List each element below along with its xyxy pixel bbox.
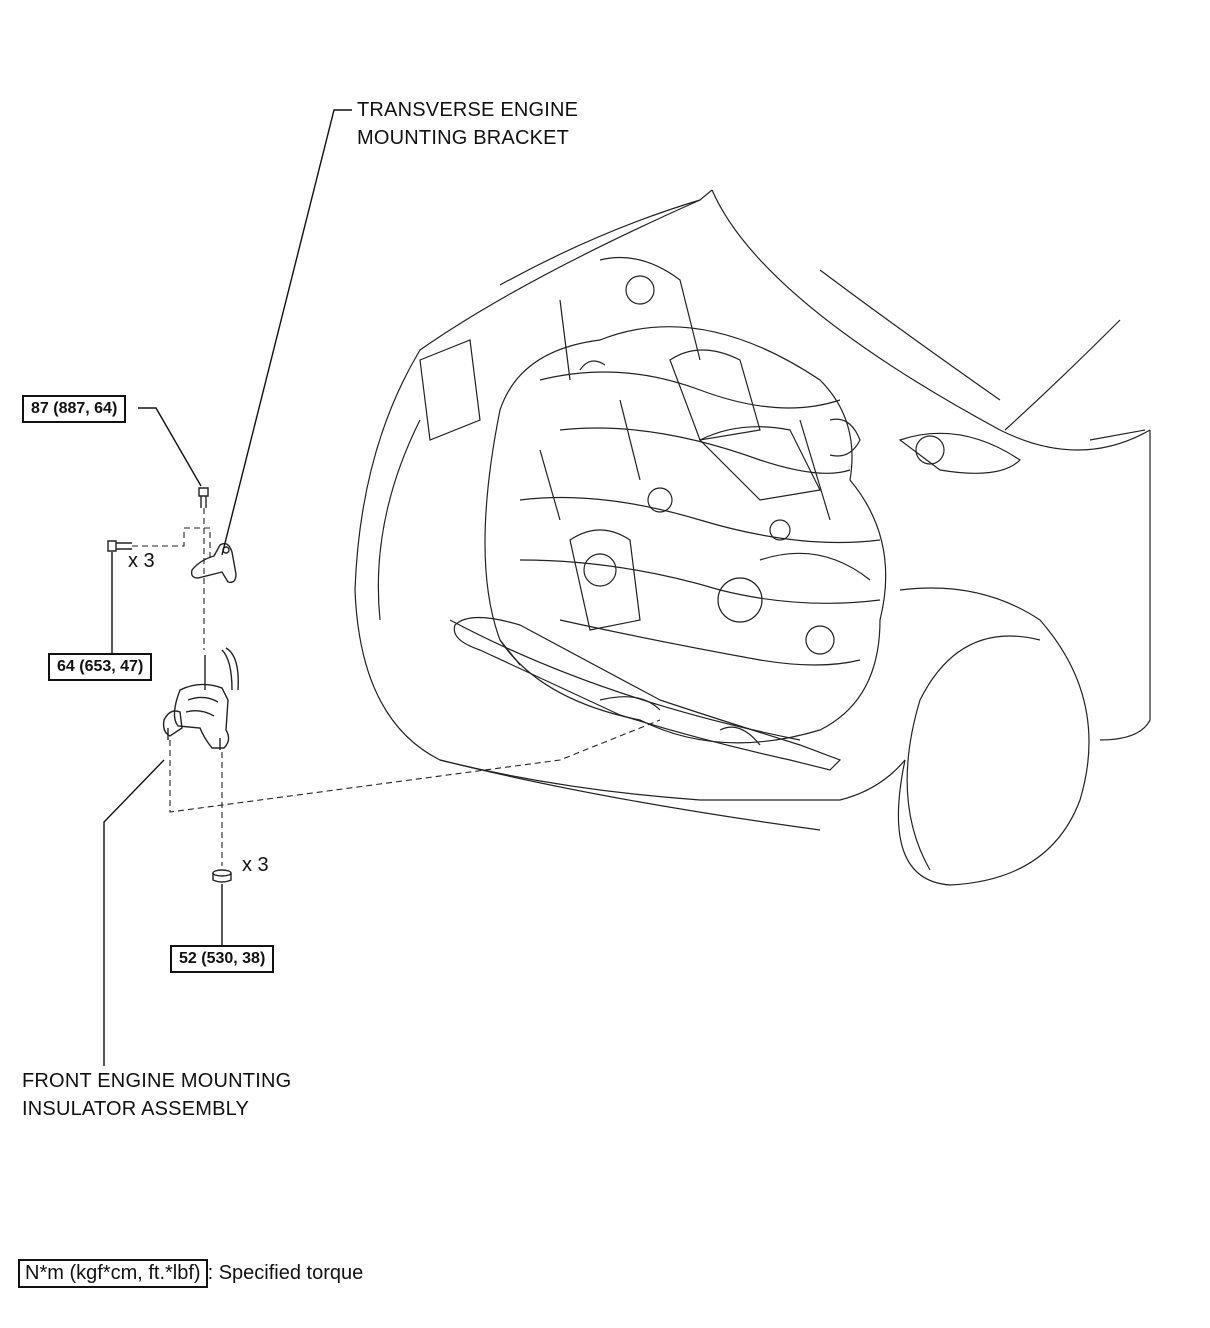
transverse-mounting-bracket (190, 542, 237, 584)
front-crossmember (453, 616, 842, 771)
torque-unit-box: N*m (kgf*cm, ft.*lbf) (18, 1259, 208, 1288)
front-insulator-line2: INSULATOR ASSEMBLY (22, 1098, 250, 1120)
torque-legend-text: : Specified torque (207, 1262, 364, 1284)
leader-lines (103, 109, 352, 1066)
transverse-bracket-line1: TRANSVERSE ENGINE (357, 99, 579, 121)
alignment-lines (132, 508, 661, 866)
front-insulator-line1: FRONT ENGINE MOUNTING (22, 1070, 292, 1092)
lower-nuts-quantity: x 3 (242, 854, 269, 876)
bracket-bolts-quantity: x 3 (128, 550, 155, 572)
vehicle-body-outline (354, 189, 1151, 886)
torque-legend: N*m (kgf*cm, ft.*lbf): Specified torque (18, 1259, 363, 1288)
torque-top-bolt: 87 (887, 64) (22, 395, 127, 423)
transverse-bracket-line2: MOUNTING BRACKET (357, 127, 570, 149)
front-insulator-assembly (162, 647, 239, 750)
torque-bracket-bolts: 64 (653, 47) (48, 653, 153, 681)
front-insulator-label: FRONT ENGINE MOUNTING INSULATOR ASSEMBLY (22, 1067, 291, 1123)
lower-nut-icon (212, 869, 232, 883)
bracket-bolt-icon (107, 540, 132, 552)
transverse-bracket-label: TRANSVERSE ENGINE MOUNTING BRACKET (357, 96, 578, 152)
top-bolt-icon (198, 487, 209, 508)
torque-lower-nuts: 52 (530, 38) (170, 945, 275, 973)
